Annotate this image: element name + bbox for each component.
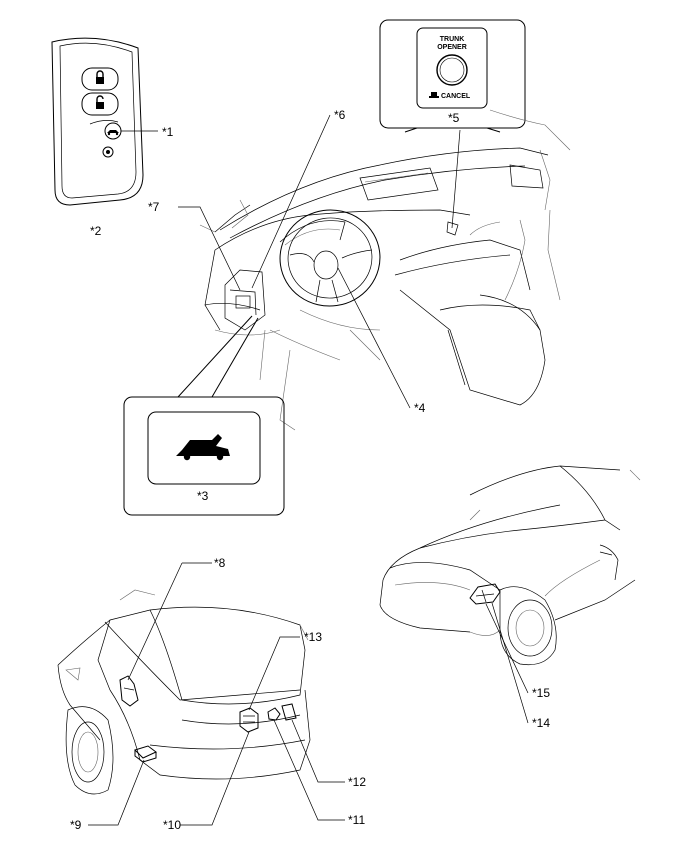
trunk-lid-opener-switch-inset [123,315,285,516]
cancel-indicator-icon [429,92,439,98]
callout-6: *6 [334,108,346,122]
callout-3: *3 [197,489,209,503]
callout-11: *11 [348,813,365,827]
callout-2: *2 [90,224,102,238]
callout-10: *10 [163,818,181,832]
callout-7: *7 [148,200,160,214]
dashboard-illustration [199,109,571,431]
panic-icon [106,150,110,154]
callout-15: *15 [532,686,550,700]
callout-12: *12 [348,775,366,789]
rear-vehicle-illustration [57,589,311,795]
switch-label-opener: OPENER [437,44,467,51]
callout-13: *13 [304,630,322,644]
callout-14: *14 [532,716,550,730]
unlock-icon [96,95,104,109]
callout-9: *9 [70,818,82,832]
electrical-key-transmitter [51,37,158,206]
switch-label-trunk: TRUNK [440,36,465,43]
front-vehicle-illustration [379,465,641,666]
trunk-opener-switch-inset: TRUNK OPENER CANCEL [379,19,526,133]
callout-5: *5 [448,111,460,125]
trunk-opener-button [436,54,468,86]
callout-8: *8 [214,556,226,570]
switch-label-cancel: CANCEL [441,93,471,100]
lock-icon [96,70,104,84]
trunk-open-icon [107,130,119,136]
callout-1: *1 [162,125,174,139]
trunk-open-icon [176,434,230,461]
callout-4: *4 [414,401,426,415]
